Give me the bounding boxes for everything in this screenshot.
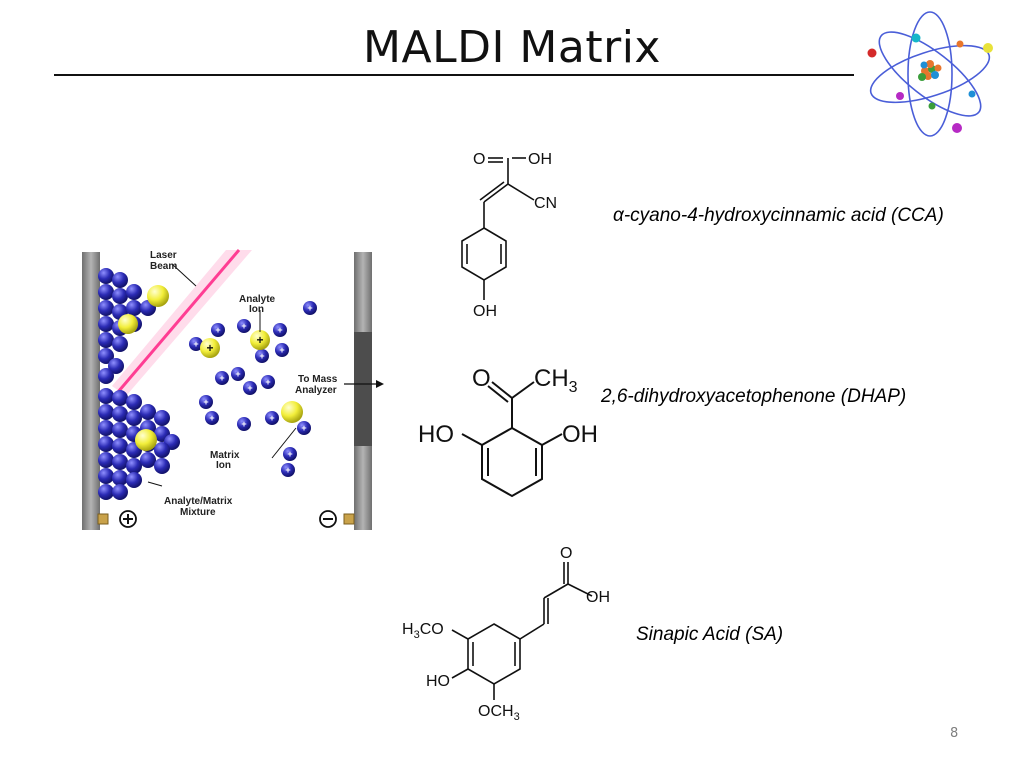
to-mass-analyzer-arrow bbox=[344, 380, 384, 388]
svg-text:+: + bbox=[259, 351, 264, 361]
svg-text:+: + bbox=[219, 373, 224, 383]
sa-acid-oh: OH bbox=[586, 589, 610, 606]
svg-text:+: + bbox=[287, 449, 292, 459]
svg-text:+: + bbox=[301, 423, 306, 433]
title-underline bbox=[54, 74, 854, 76]
cca-label: α-cyano-4-hydroxycinnamic acid (CCA) bbox=[613, 205, 944, 226]
sa-ring-ho: HO bbox=[426, 673, 450, 690]
to-mass-label-1: To Mass bbox=[298, 374, 338, 385]
cca-acid-oh: OH bbox=[528, 151, 552, 168]
negative-electrode bbox=[319, 510, 355, 528]
svg-text:+: + bbox=[241, 321, 246, 331]
svg-text:+: + bbox=[277, 325, 282, 335]
maldi-diagram: + + + + + + + + + + + + + + + + + + + + … bbox=[82, 249, 384, 530]
svg-text:+: + bbox=[247, 383, 252, 393]
analyte-ion-label-1: Analyte bbox=[239, 294, 276, 305]
cca-ring-oh: OH bbox=[473, 303, 497, 320]
cca-nitrile: CN bbox=[534, 195, 557, 212]
sa-och3: OCH3 bbox=[478, 703, 520, 723]
matrix-ion-label-1: Matrix bbox=[210, 450, 240, 461]
dhap-label: 2,6-dihydroxyacetophenone (DHAP) bbox=[601, 386, 907, 407]
svg-text:+: + bbox=[279, 345, 284, 355]
dhap-ketone-o: O bbox=[472, 365, 491, 392]
svg-text:+: + bbox=[265, 377, 270, 387]
cca-carbonyl-o: O bbox=[473, 151, 485, 168]
svg-text:+: + bbox=[285, 465, 290, 475]
sa-label: Sinapic Acid (SA) bbox=[636, 624, 784, 645]
to-mass-label-2: Analyzer bbox=[295, 385, 337, 396]
desorbed-ions: + + + + + + + + + + + + + + + + + + + + bbox=[189, 301, 317, 477]
svg-text:+: + bbox=[206, 341, 213, 355]
svg-text:+: + bbox=[307, 303, 312, 313]
slide-title: MALDI Matrix bbox=[363, 22, 661, 73]
sample-plate-positive bbox=[82, 252, 100, 530]
sa-methoxy: H3CO bbox=[402, 621, 444, 641]
dhap-left-oh: HO bbox=[418, 421, 454, 448]
cca-structure: O OH CN OH bbox=[461, 151, 557, 320]
svg-text:+: + bbox=[235, 369, 240, 379]
svg-text:+: + bbox=[269, 413, 274, 423]
svg-text:+: + bbox=[209, 413, 214, 423]
matrix-ion-label-2: Ion bbox=[216, 460, 231, 471]
mixture-label-2: Mixture bbox=[180, 507, 216, 518]
dhap-structure: O CH3 HO OH bbox=[418, 365, 598, 498]
laser-beam-label-2: Beam bbox=[150, 261, 177, 272]
svg-text:+: + bbox=[241, 419, 246, 429]
extraction-plate-negative bbox=[354, 252, 372, 530]
laser-beam-label-1: Laser bbox=[150, 250, 177, 261]
dhap-right-oh: OH bbox=[562, 421, 598, 448]
analyte-matrix-mixture bbox=[98, 268, 180, 500]
sa-acid-o: O bbox=[560, 545, 572, 562]
analyte-ion-label-2: Ion bbox=[249, 304, 264, 315]
positive-electrode bbox=[97, 510, 137, 528]
svg-text:+: + bbox=[215, 325, 220, 335]
svg-text:+: + bbox=[256, 333, 263, 347]
sa-structure: O OH H3CO HO OCH3 bbox=[402, 545, 610, 723]
laser-beam bbox=[112, 249, 252, 396]
dhap-methyl: CH3 bbox=[534, 365, 578, 396]
mixture-label-1: Analyte/Matrix bbox=[164, 496, 233, 507]
page-number: 8 bbox=[950, 726, 959, 741]
atom-icon bbox=[867, 11, 993, 137]
svg-text:+: + bbox=[193, 339, 198, 349]
svg-text:+: + bbox=[203, 397, 208, 407]
